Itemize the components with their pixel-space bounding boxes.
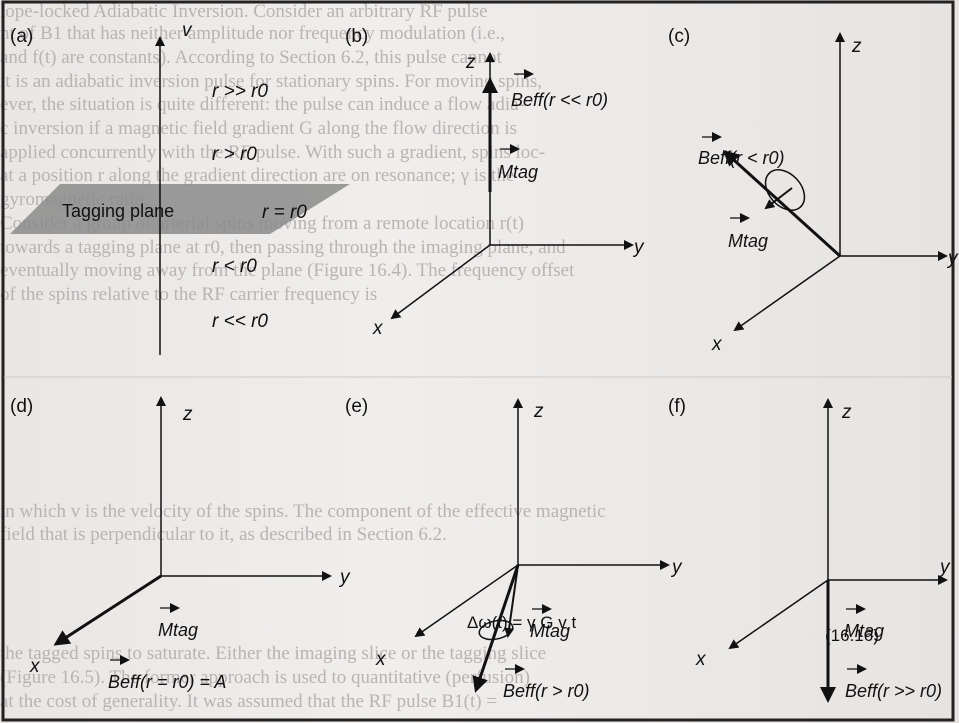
background-text-line: lope-locked Adiabatic Inversion. Conside… [0, 1, 488, 22]
panel-e-tag: (e) [345, 396, 368, 417]
background-text-line: the tagged spins to saturate. Either the… [0, 643, 547, 664]
tagging-plane [10, 184, 350, 234]
region-below: r < r0 [212, 256, 257, 277]
m-tag-label: Mtag [498, 162, 538, 182]
panel-a: (a) v Tagging plane r >> r0 r > r0 r = r… [10, 20, 350, 355]
b-eff-label: Beff(r > r0) [503, 681, 590, 701]
b-eff-vector [472, 564, 520, 693]
b-eff-label: Beff(r >> r0) [845, 681, 942, 701]
region-above: r > r0 [212, 144, 257, 165]
panel-e: (e) z y x Mtag Beff(r > r0) [345, 396, 683, 701]
x-axis [390, 244, 491, 320]
tagging-plane-label: Tagging plane [62, 201, 174, 221]
panel-f-tag: (f) [668, 396, 686, 417]
x-label: x [711, 334, 723, 355]
b-eff-along-x-vector [53, 574, 162, 646]
background-text-line: eventually moving away from the plane (F… [0, 260, 575, 281]
b-eff-label: Beff(r << r0) [511, 90, 608, 110]
m-tag-label: Mtag [530, 621, 570, 641]
region-at-plane: r = r0 [262, 202, 307, 223]
m-tag-vector [764, 187, 793, 210]
background-text-line: it is an adiabatic inversion pulse for s… [0, 71, 542, 92]
panel-f: (f) z y x Mtag Beff(r >> r0) [668, 396, 951, 703]
x-label: x [372, 318, 384, 339]
panel-c-tag: (c) [668, 26, 690, 47]
background-text-line: in which v is the velocity of the spins.… [0, 501, 606, 522]
v-axis-label: v [182, 20, 193, 41]
b-eff-label: Beff(r < r0) [698, 148, 785, 168]
region-far-above: r >> r0 [212, 81, 268, 102]
panel-a-tag: (a) [10, 26, 33, 47]
background-text-line: (Figure 16.5). The former approach is us… [0, 667, 530, 688]
z-label: z [465, 52, 476, 73]
background-text-line: at a position r along the gradient direc… [0, 165, 515, 186]
z-label: z [182, 404, 193, 425]
background-text-line: ever, the situation is quite different: … [0, 94, 525, 115]
panel-b: (b) z y x Beff(r << r0) Mtag [345, 26, 645, 339]
x-axis [728, 579, 829, 650]
y-label: y [946, 248, 959, 269]
b-eff-label: Beff(r = r0) = A [108, 672, 226, 692]
z-label: z [851, 36, 862, 57]
background-text-line: field that is perpendicular to it, as de… [0, 524, 447, 545]
x-axis [733, 255, 841, 332]
background-text-line: of the spins relative to the RF carrier … [0, 284, 378, 305]
m-tag-label: Mtag [728, 231, 768, 251]
bleed-formula-number: (16.16) [825, 626, 879, 645]
background-text-line: towards a tagging plane at r0, then pass… [0, 237, 566, 258]
y-label: y [670, 557, 683, 578]
panel-c: (c) z y x Beff(r < r0) Mtag [668, 26, 959, 355]
x-label: x [375, 649, 387, 670]
x-axis [414, 564, 519, 638]
bleed-formula: Δω(t) = γ G v t [467, 613, 576, 632]
y-label: y [632, 237, 645, 258]
background-text-line: c inversion if a magnetic field gradient… [0, 118, 518, 139]
m-tag-label: Mtag [844, 621, 884, 641]
m-tag-vector [504, 564, 519, 638]
z-label: z [533, 401, 544, 422]
y-label: y [338, 567, 351, 588]
m-tag-label: Mtag [158, 620, 198, 640]
background-text-line: at the cost of generality. It was assume… [0, 691, 498, 712]
background-text-line: and f(t) are constants). According to Se… [0, 47, 502, 68]
x-label: x [695, 649, 707, 670]
background-text-line: nt of B1 that has neither amplitude nor … [0, 23, 505, 44]
region-far-below: r << r0 [212, 311, 268, 332]
z-label: z [841, 402, 852, 423]
panel-d-tag: (d) [10, 396, 33, 417]
panel-b-tag: (b) [345, 26, 368, 47]
b-eff-vector [722, 149, 842, 258]
precession-loop [478, 619, 514, 641]
x-label: x [29, 656, 41, 677]
panel-d: (d) z y x Mtag Beff(r = r0) = A [10, 396, 351, 692]
y-label: y [938, 557, 951, 578]
background-text-line: applied concurrently with the RF pulse. … [0, 142, 546, 163]
